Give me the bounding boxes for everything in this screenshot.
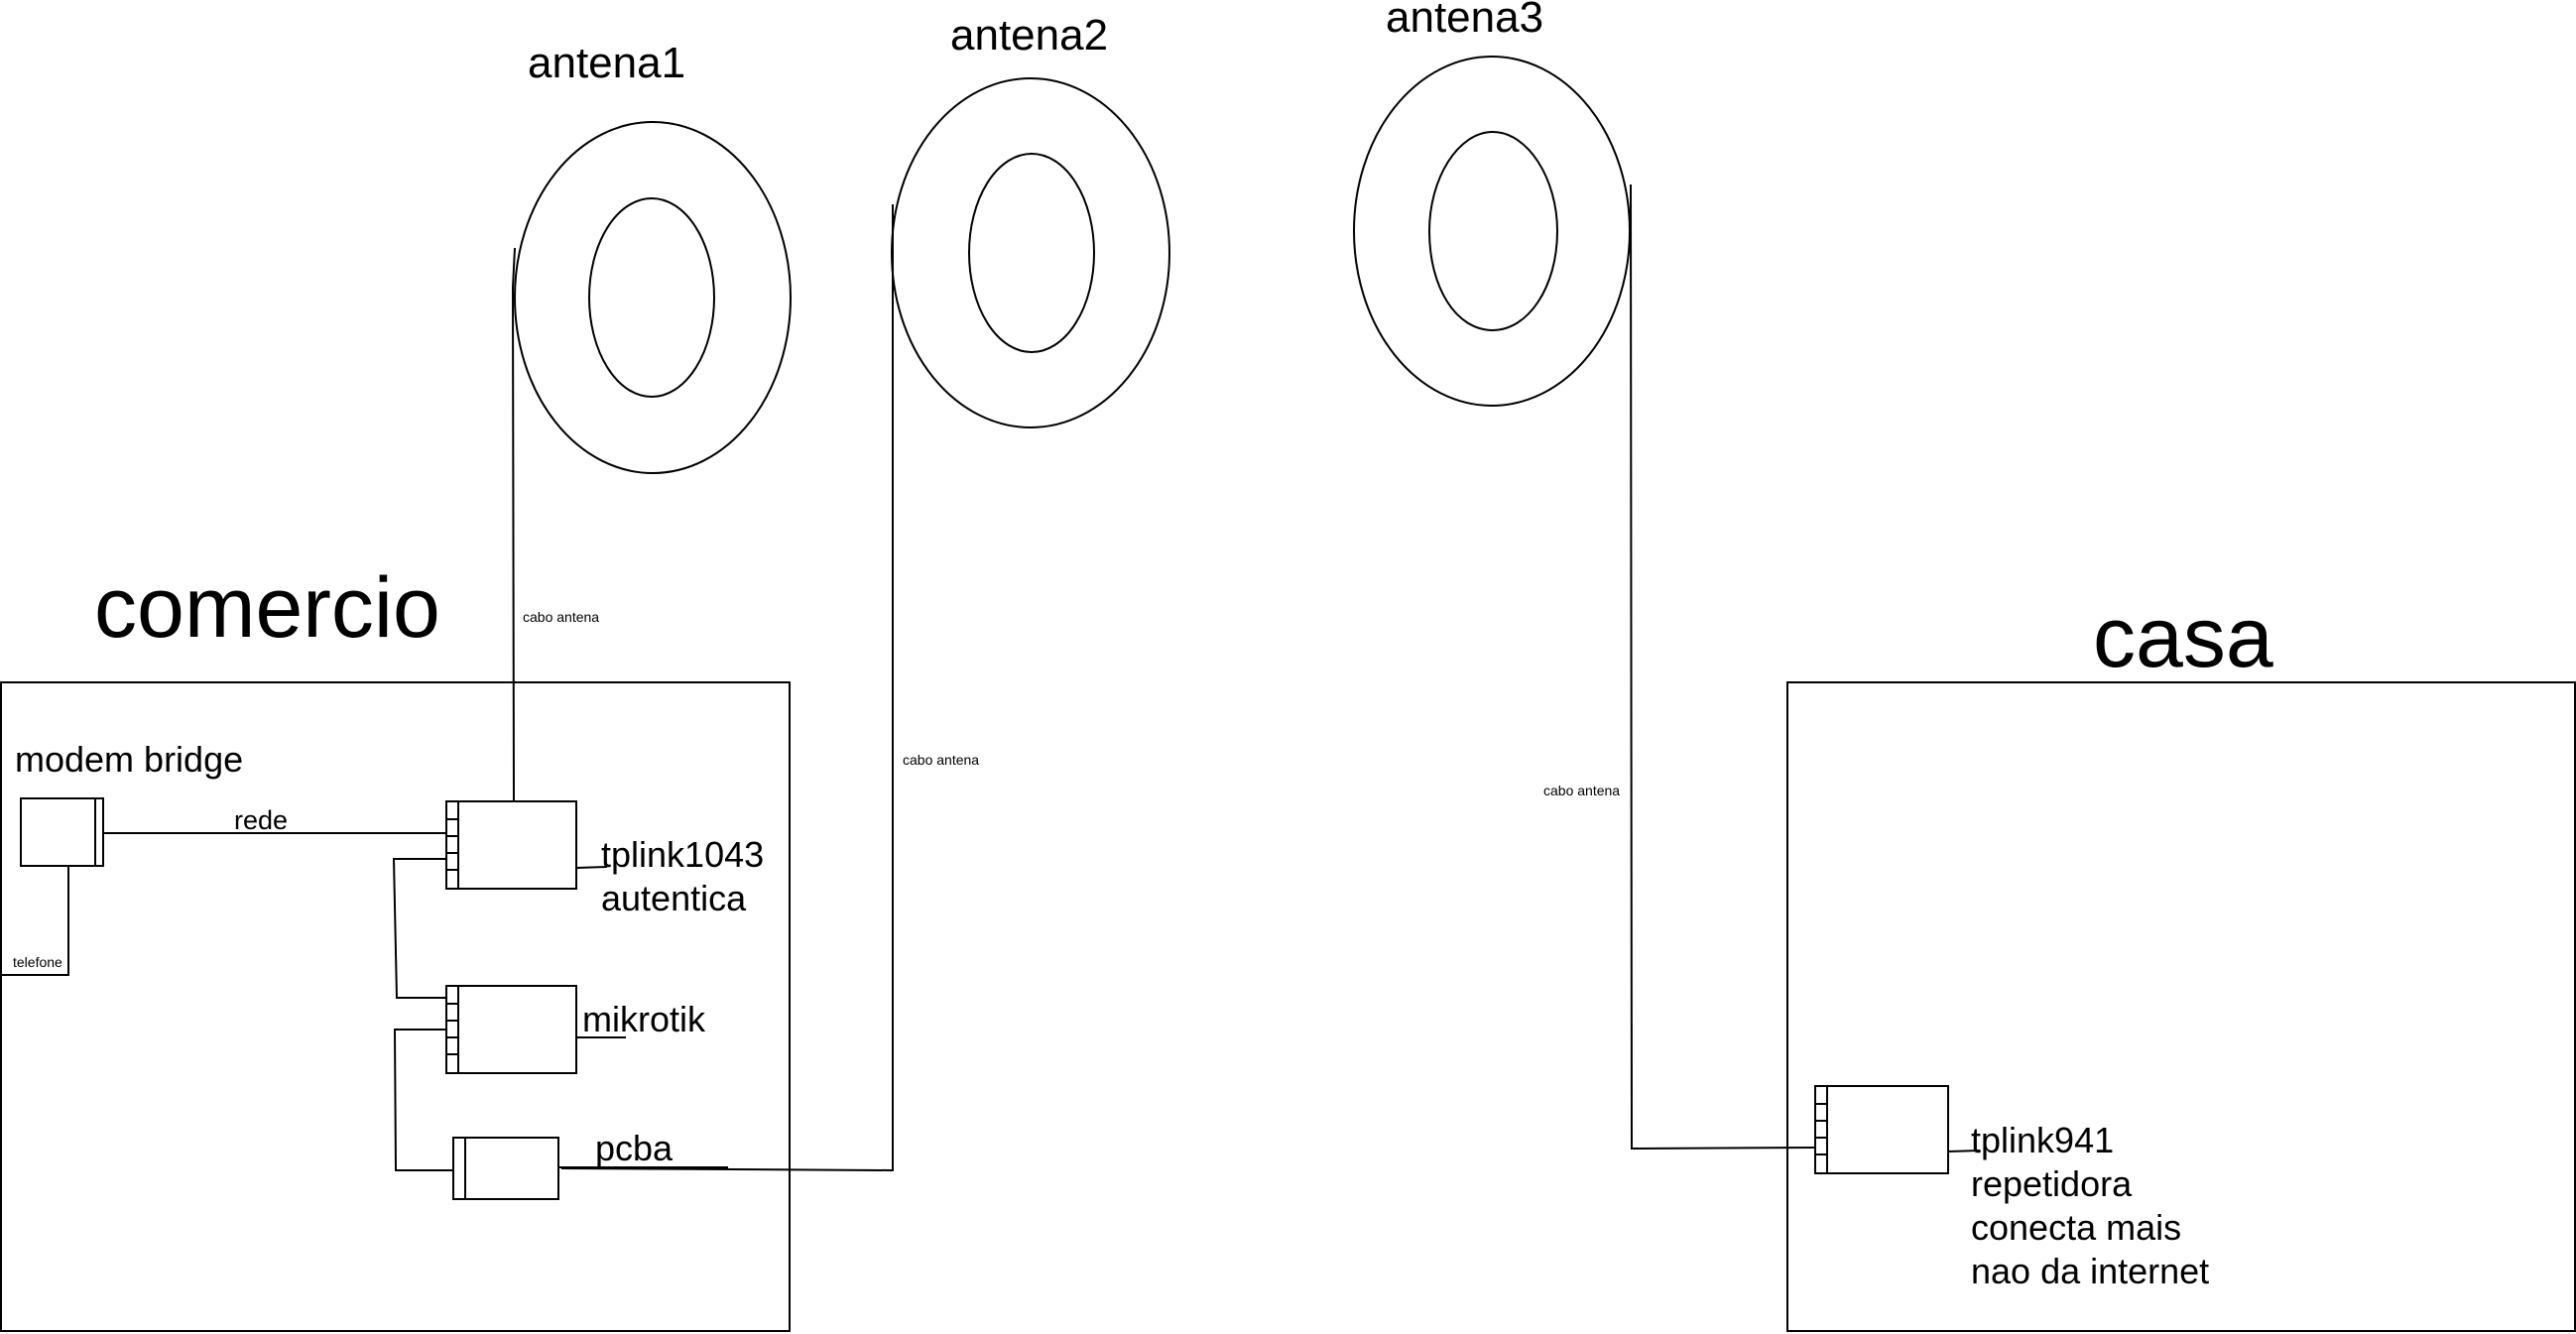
antenna-2-cable (560, 204, 894, 1172)
modem-bridge-label: modem bridge (15, 739, 243, 780)
antenna-3-inner-ring (1427, 130, 1559, 332)
tplink1043-pointer (575, 866, 608, 869)
antenna-1: antena1 (514, 39, 792, 474)
tplink941-note-1: conecta mais (1971, 1207, 2181, 1248)
tplink941-box (1814, 1085, 1949, 1174)
pcba-device: pcba (452, 1128, 728, 1200)
comercio-building (0, 681, 791, 1332)
pcba-label: pcba (595, 1128, 674, 1168)
antenna-1-cable-label: cabo antena (523, 609, 599, 625)
antenna-3-cable (1630, 183, 1816, 1151)
antenna-2-inner-ring (968, 153, 1095, 353)
pcba-box (452, 1137, 559, 1200)
telephone-line-label: telefone (13, 954, 62, 970)
antenna-3-label: antena3 (1386, 0, 1543, 42)
network-cable-label: rede (234, 805, 288, 835)
mikrotik-router: mikrotik (445, 985, 706, 1074)
mikrotik-label: mikrotik (582, 999, 706, 1039)
antenna-1-outer-ring (514, 121, 792, 474)
antenna-3-outer-ring (1353, 56, 1631, 407)
tplink941-role: repetidora (1971, 1163, 2133, 1204)
tplink1043-label: tplink1043 (601, 834, 764, 875)
modem-bridge: modem bridge (15, 739, 243, 867)
antenna-1-label: antena1 (528, 39, 685, 87)
tplink941-pointer (1947, 1150, 1981, 1152)
casa-building (1786, 681, 2576, 1332)
mikrotik-box (445, 985, 577, 1074)
tplink1043-box (445, 800, 577, 890)
casa-title: casa (2093, 590, 2273, 685)
tplink941-label: tplink941 (1971, 1120, 2114, 1160)
antenna-2-label: antena2 (950, 11, 1108, 60)
mikrotik-pcba-link (393, 1029, 453, 1171)
antenna-3-cable-label: cabo antena (1543, 783, 1620, 798)
antenna-2-outer-ring (891, 77, 1170, 428)
antenna-1-cable (511, 247, 516, 802)
tplink941-router: tplink941 repetidora conecta mais nao da… (1814, 1085, 2209, 1291)
antenna-2: antena2 (891, 11, 1170, 428)
tplink1043-mikrotik-link (392, 858, 446, 999)
antenna-2-cable-label: cabo antena (903, 752, 979, 768)
modem-bridge-box (20, 797, 104, 867)
telephone-line (1, 866, 69, 976)
tplink1043-router: tplink1043 autentica (445, 800, 764, 918)
tplink1043-role: autentica (601, 878, 747, 918)
antenna-3: antena3 (1353, 0, 1631, 407)
antenna-1-inner-ring (588, 197, 715, 398)
comercio-title: comercio (94, 560, 440, 656)
tplink941-note-2: nao da internet (1971, 1251, 2209, 1291)
